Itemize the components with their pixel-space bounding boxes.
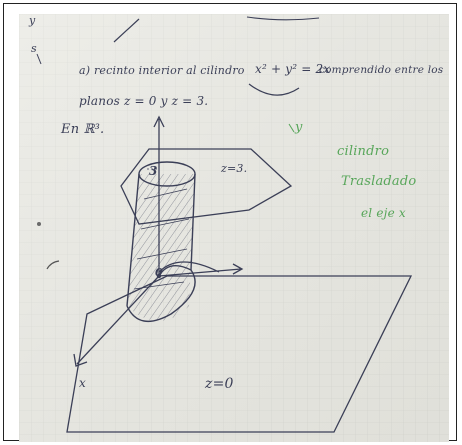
green-mark: y: [295, 120, 303, 135]
margin-mark-top: y: [29, 14, 36, 27]
margin-mark-bottom: s: [31, 42, 37, 55]
green-note-word2: Trasladado: [341, 174, 417, 189]
statement-line1-a: a) recinto interior al cilindro: [79, 64, 245, 77]
paper-background: [19, 14, 449, 442]
image-frame: y s a) recinto interior al cilindro x² +…: [3, 3, 457, 442]
statement-line2: planos z = 0 y z = 3.: [79, 94, 209, 108]
cylinder-right-edge: [190, 173, 196, 271]
label-top-plane-value: 3: [149, 164, 158, 178]
cylinder-base: [126, 264, 196, 323]
green-note-word3: el eje x: [361, 206, 406, 220]
cylinder-body: [127, 174, 195, 321]
cylinder-sketch: [66, 115, 413, 433]
label-top-plane: z=3.: [221, 162, 248, 175]
statement-line1-b: comprendido entre los: [319, 64, 444, 76]
label-origin: 0: [155, 266, 163, 279]
label-axis-x: x: [79, 376, 86, 390]
plane-z0: [66, 275, 413, 433]
label-bottom-plane: z=0: [205, 376, 234, 392]
notebook-photo: y s a) recinto interior al cilindro x² +…: [19, 14, 449, 442]
space-label: En ℝ³.: [61, 122, 105, 137]
statement-equation: x² + y² = 2x: [255, 62, 331, 76]
cylinder-left-edge: [126, 173, 140, 307]
green-note-word1: cilindro: [337, 144, 390, 159]
